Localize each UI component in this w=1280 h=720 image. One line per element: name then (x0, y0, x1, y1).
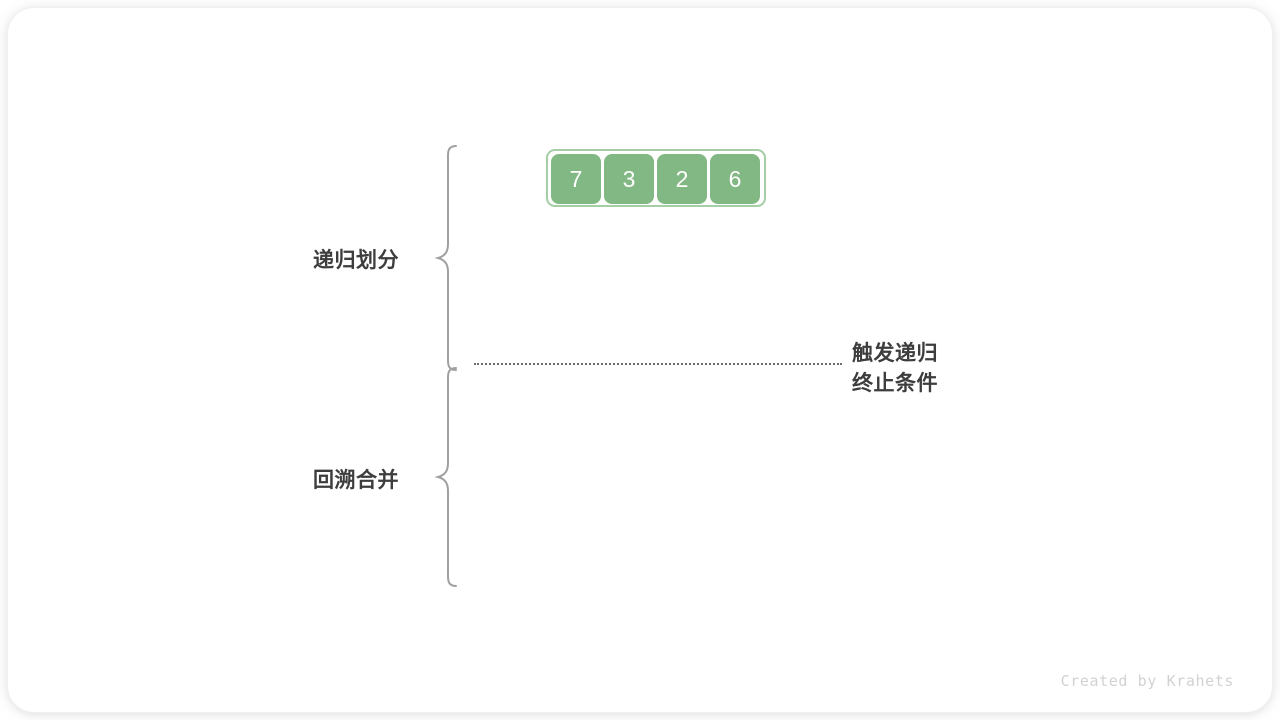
merge-brace (432, 366, 462, 588)
figure-card: 7 3 2 6 递归划分 回溯合并 触发递归 终止条件 Created (8, 8, 1272, 712)
termination-divider (474, 363, 842, 365)
input-array: 7 3 2 6 (546, 149, 766, 207)
divide-brace (432, 144, 462, 372)
array-cell: 7 (551, 154, 601, 204)
watermark-credit: Created by Krahets (1060, 672, 1234, 690)
array-cell: 3 (604, 154, 654, 204)
array-cell: 6 (710, 154, 760, 204)
phase-label-divide: 递归划分 (313, 249, 399, 272)
array-cell: 2 (657, 154, 707, 204)
termination-annotation: 触发递归 终止条件 (852, 339, 938, 399)
annotation-line-2: 终止条件 (852, 372, 938, 395)
annotation-line-1: 触发递归 (852, 342, 938, 365)
phase-label-merge: 回溯合并 (313, 469, 399, 492)
